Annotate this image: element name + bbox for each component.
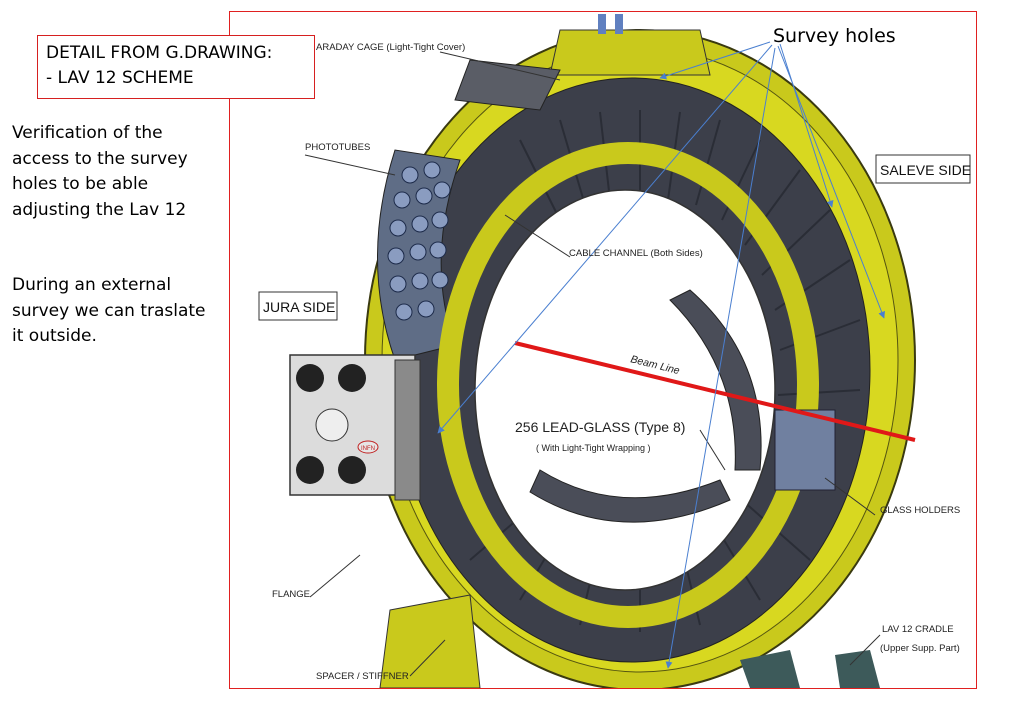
title-line-1: DETAIL FROM G.DRAWING: — [46, 43, 273, 63]
top-spacer — [549, 29, 711, 76]
cradle-label-1: LAV 12 CRADLE — [882, 624, 954, 635]
description-paragraph-1: Verification of the access to the survey… — [12, 123, 188, 220]
wrapping-label: ( With Light-Tight Wrapping ) — [536, 443, 651, 453]
cable-channel-label: CABLE CHANNEL (Both Sides) — [569, 248, 703, 259]
survey-holes-label: Survey holes — [773, 25, 896, 47]
cradle-label-2: (Upper Supp. Part) — [880, 643, 960, 654]
jura-side-label: JURA SIDE — [263, 299, 335, 315]
title-box: DETAIL FROM G.DRAWING: - LAV 12 SCHEME — [37, 35, 315, 99]
glass-holders-label: GLASS HOLDERS — [880, 505, 960, 516]
electronics-box — [289, 354, 421, 501]
faraday-label: ARADAY CAGE (Light-Tight Cover) — [316, 42, 465, 53]
cradle — [740, 650, 800, 688]
infn-logo: INFN — [361, 446, 375, 452]
title-line-2: - LAV 12 SCHEME — [46, 68, 194, 88]
saleve-side-label: SALEVE SIDE — [880, 162, 971, 178]
description-paragraph-2: During an external survey we can traslat… — [12, 275, 206, 346]
beam-line — [514, 341, 916, 442]
lead-glass-label: 256 LEAD-GLASS (Type 8) — [515, 419, 685, 435]
phototubes-label: PHOTOTUBES — [305, 142, 370, 153]
flange-label: FLANGE — [272, 589, 310, 600]
spacer-label: SPACER / STIFFNER — [316, 671, 409, 682]
inner-flange — [437, 142, 819, 628]
bottom-spacer — [379, 594, 481, 688]
